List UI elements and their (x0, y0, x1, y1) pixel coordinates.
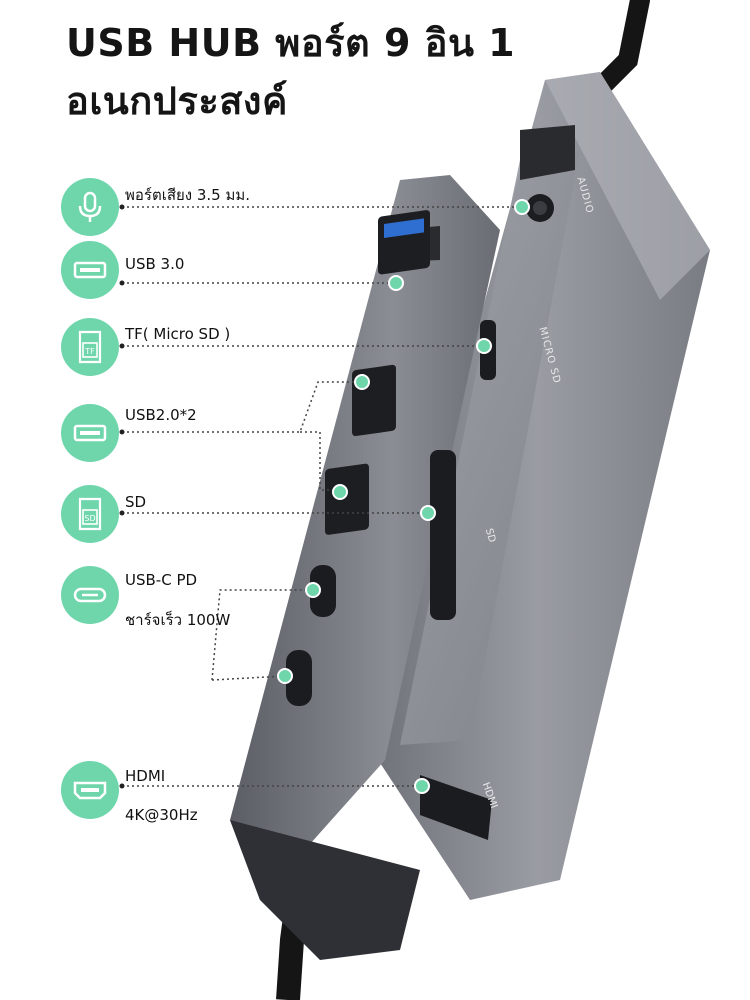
feature-label-tf: TF( Micro SD ) (125, 325, 231, 343)
title-line-2: อเนกประสงค์ (66, 79, 288, 123)
feature-label-usb2: USB2.0*2 (125, 406, 197, 424)
feature-sublabel-usbc: ชาร์จเร็ว 100W (125, 611, 231, 629)
hdmi-icon (61, 761, 119, 819)
microphone-icon (61, 178, 119, 236)
sd-card-icon: SD (61, 485, 119, 543)
cable-top (588, 0, 650, 100)
page-title: USB HUB พอร์ต 9 อิน 1 อเนกประสงค์ (66, 14, 515, 130)
usb-c-icon (61, 566, 119, 624)
feature-label-usb3: USB 3.0 (125, 255, 185, 273)
feature-label-sd: SD (125, 493, 147, 511)
feature-sublabel-hdmi: 4K@30Hz (125, 806, 198, 824)
feature-label-usbc: USB-C PD (125, 571, 198, 589)
tf-card-icon-text: TF (84, 347, 95, 356)
feature-label-hdmi: HDMI (125, 767, 166, 785)
tf-card-icon: TF (61, 318, 119, 376)
usb-port-icon (61, 404, 119, 462)
sd-card-icon-text: SD (84, 514, 95, 523)
usb-port-icon (61, 241, 119, 299)
front-hub-body (230, 175, 500, 900)
feature-label-audio: พอร์ตเสียง 3.5 มม. (125, 186, 251, 204)
title-line-1: USB HUB พอร์ต 9 อิน 1 (66, 21, 516, 65)
